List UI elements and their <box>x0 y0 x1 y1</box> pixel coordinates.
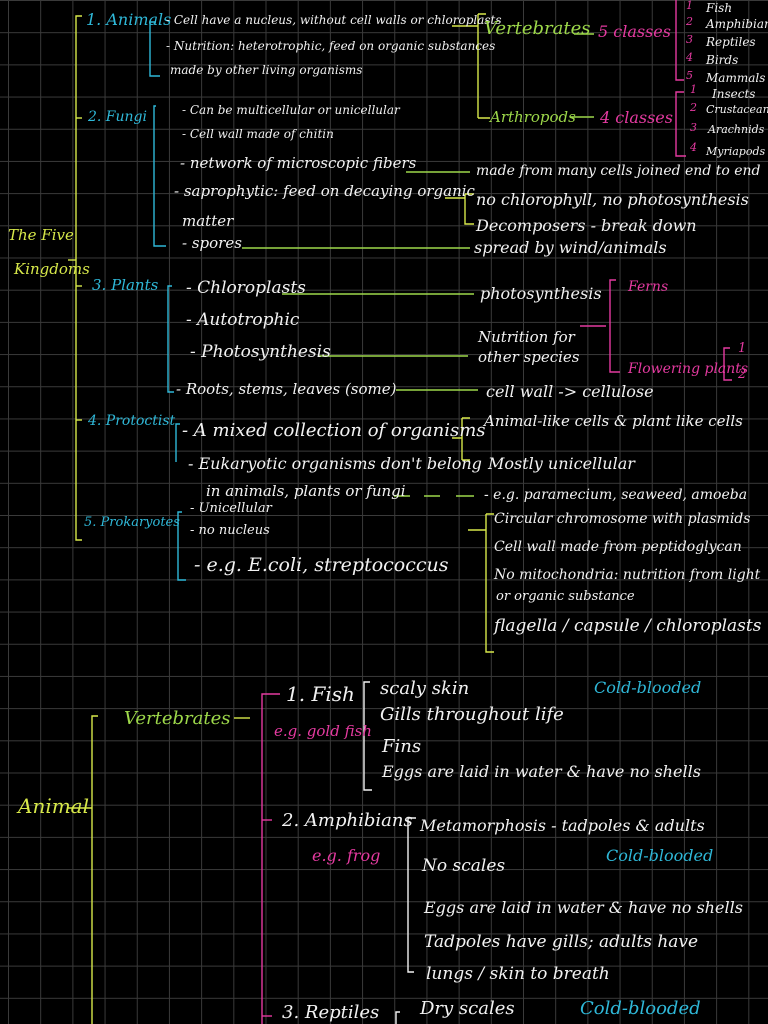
cyan-brackets <box>149 21 186 581</box>
white-brackets <box>363 681 416 1024</box>
plants-nutrition-1: Nutrition for <box>478 328 575 346</box>
arth-insects: Insects <box>712 87 756 101</box>
fish-note-2: Gills throughout life <box>380 704 564 725</box>
animal-vertebrates: Vertebrates <box>124 708 231 729</box>
vert-mammals: Mammals <box>706 71 766 85</box>
magenta-brackets <box>580 0 732 381</box>
arth-num-4: 4 <box>690 141 697 154</box>
animals-note-1: - Cell have a nucleus, without cell wall… <box>166 13 502 27</box>
amphibians-note-2: No scales <box>422 856 506 876</box>
vertebrates-bracket <box>261 693 280 1024</box>
fungi-label: 2. Fungi <box>88 109 147 125</box>
plants-cellwall-note: cell wall -> cellulose <box>486 382 654 401</box>
protoctist-note-3: in animals, plants or fungi <box>206 482 406 500</box>
vertebrates-label: Vertebrates <box>484 18 591 39</box>
protoctist-side-1: Animal-like cells & plant like cells <box>484 412 743 430</box>
arthropods-classes: 4 classes <box>600 108 673 127</box>
fish-title: 1. Fish <box>286 682 355 706</box>
vert-num-3: 3 <box>686 33 693 46</box>
amphibians-note-3: Eggs are laid in water & have no shells <box>424 898 743 917</box>
vert-amphibians: Amphibians <box>706 17 768 31</box>
plants-ferns: Ferns <box>628 279 669 295</box>
plants-flowering: Flowering plants <box>628 361 749 377</box>
plants-label: 3. Plants <box>92 276 159 294</box>
arth-num-3: 3 <box>690 121 697 134</box>
prokaryotes-note-3: - e.g. E.coli, streptococcus <box>194 554 449 576</box>
fungi-note-6: - spores <box>182 234 242 252</box>
vert-num-4: 4 <box>686 51 693 64</box>
prokaryotes-side-4: or organic substance <box>496 589 635 604</box>
vert-num-5: 5 <box>686 69 693 82</box>
arth-num-2: 2 <box>690 101 697 114</box>
prokaryotes-side-1: Circular chromosome with plasmids <box>494 511 751 527</box>
arth-num-1: 1 <box>690 83 697 96</box>
plants-note-4: - Roots, stems, leaves (some) <box>176 380 397 398</box>
animals-note-2: - Nutrition: heterotrophic, feed on orga… <box>166 39 496 53</box>
plants-num-2: 2 <box>738 367 747 382</box>
protoctist-note-2: - Eukaryotic organisms don't belong <box>188 454 482 473</box>
prokaryotes-label: 5. Prokaryotes <box>84 515 180 530</box>
fish-note-1: scaly skin <box>380 678 470 699</box>
plants-note-2: - Autotrophic <box>186 310 300 330</box>
vert-fish: Fish <box>706 1 733 15</box>
amphibians-note-4: Tadpoles have gills; adults have <box>424 932 699 952</box>
vertebrates-classes: 5 classes <box>598 22 671 41</box>
vert-num-2: 2 <box>686 15 693 28</box>
protoctist-side-3: - e.g. paramecium, seaweed, amoeba <box>484 487 748 503</box>
vert-num-1: 1 <box>686 0 693 12</box>
amphibians-example: e.g. frog <box>312 846 381 865</box>
fungi-fibers-note: made from many cells joined end to end <box>476 163 761 179</box>
prokaryotes-note-1: - Unicellular <box>190 501 272 516</box>
fungi-note-3: - network of microscopic fibers <box>180 154 417 172</box>
prokaryotes-side-5: flagella / capsule / chloroplasts <box>494 616 762 636</box>
prokaryotes-side-3: No mitochondria: nutrition from light <box>494 567 761 583</box>
protoctist-note-1: - A mixed collection of organisms <box>182 420 486 441</box>
vert-reptiles: Reptiles <box>706 35 756 49</box>
amphibians-note-5: lungs / skin to breath <box>426 964 610 984</box>
fish-example: e.g. gold fish <box>274 722 372 740</box>
plants-nutrition-2: other species <box>478 348 580 366</box>
fungi-sap-note-1: no chlorophyll, no photosynthesis <box>476 190 749 209</box>
arthropods-label: Arthropods <box>490 108 576 126</box>
animal-label: Animal <box>18 794 90 818</box>
kingdoms-title-line2: Kingdoms <box>14 260 90 278</box>
plants-photo-note: photosynthesis <box>480 284 602 303</box>
plants-note-1: - Chloroplasts <box>186 278 306 298</box>
kingdoms-title-line1: The Five <box>8 226 74 244</box>
amphibians-title: 2. Amphibians <box>282 810 413 831</box>
amphibians-note-1: Metamorphosis - tadpoles & adults <box>420 816 705 835</box>
arth-crustaceans: Crustaceans <box>706 103 768 116</box>
animals-note-3: made by other living organisms <box>170 63 363 77</box>
plants-num-1: 1 <box>738 341 747 356</box>
animal-bracket <box>68 715 250 1024</box>
kingdoms-bracket <box>68 13 494 653</box>
fungi-sap-note-2: Decomposers - break down <box>476 216 697 235</box>
protoctist-label: 4. Protoctist <box>88 413 176 429</box>
fungi-note-5: matter <box>182 212 234 230</box>
fish-tag: Cold-blooded <box>594 678 702 697</box>
reptiles-note-1: Dry scales <box>420 998 515 1019</box>
reptiles-tag: Cold-blooded <box>580 998 701 1019</box>
fungi-spores-note: spread by wind/animals <box>474 238 667 257</box>
fungi-note-1: - Can be multicellular or unicellular <box>182 103 400 117</box>
arth-myriapods: Myriapods <box>706 145 766 158</box>
fungi-note-4: - saprophytic: feed on decaying organic <box>174 182 475 200</box>
amphibians-tag: Cold-blooded <box>606 846 714 865</box>
vert-birds: Birds <box>706 53 739 67</box>
reptiles-title: 3. Reptiles <box>282 1002 380 1023</box>
prokaryotes-side-2: Cell wall made from peptidoglycan <box>494 539 742 555</box>
green-links <box>242 33 594 497</box>
fungi-note-2: - Cell wall made of chitin <box>182 127 334 141</box>
fish-note-3: Fins <box>382 736 422 757</box>
protoctist-side-2: Mostly unicellular <box>488 454 635 473</box>
prokaryotes-note-2: - no nucleus <box>190 523 270 538</box>
animals-label: 1. Animals <box>86 10 172 29</box>
fish-note-4: Eggs are laid in water & have no shells <box>382 762 701 781</box>
arth-arachnids: Arachnids <box>708 123 765 136</box>
plants-note-3: - Photosynthesis <box>190 342 331 362</box>
